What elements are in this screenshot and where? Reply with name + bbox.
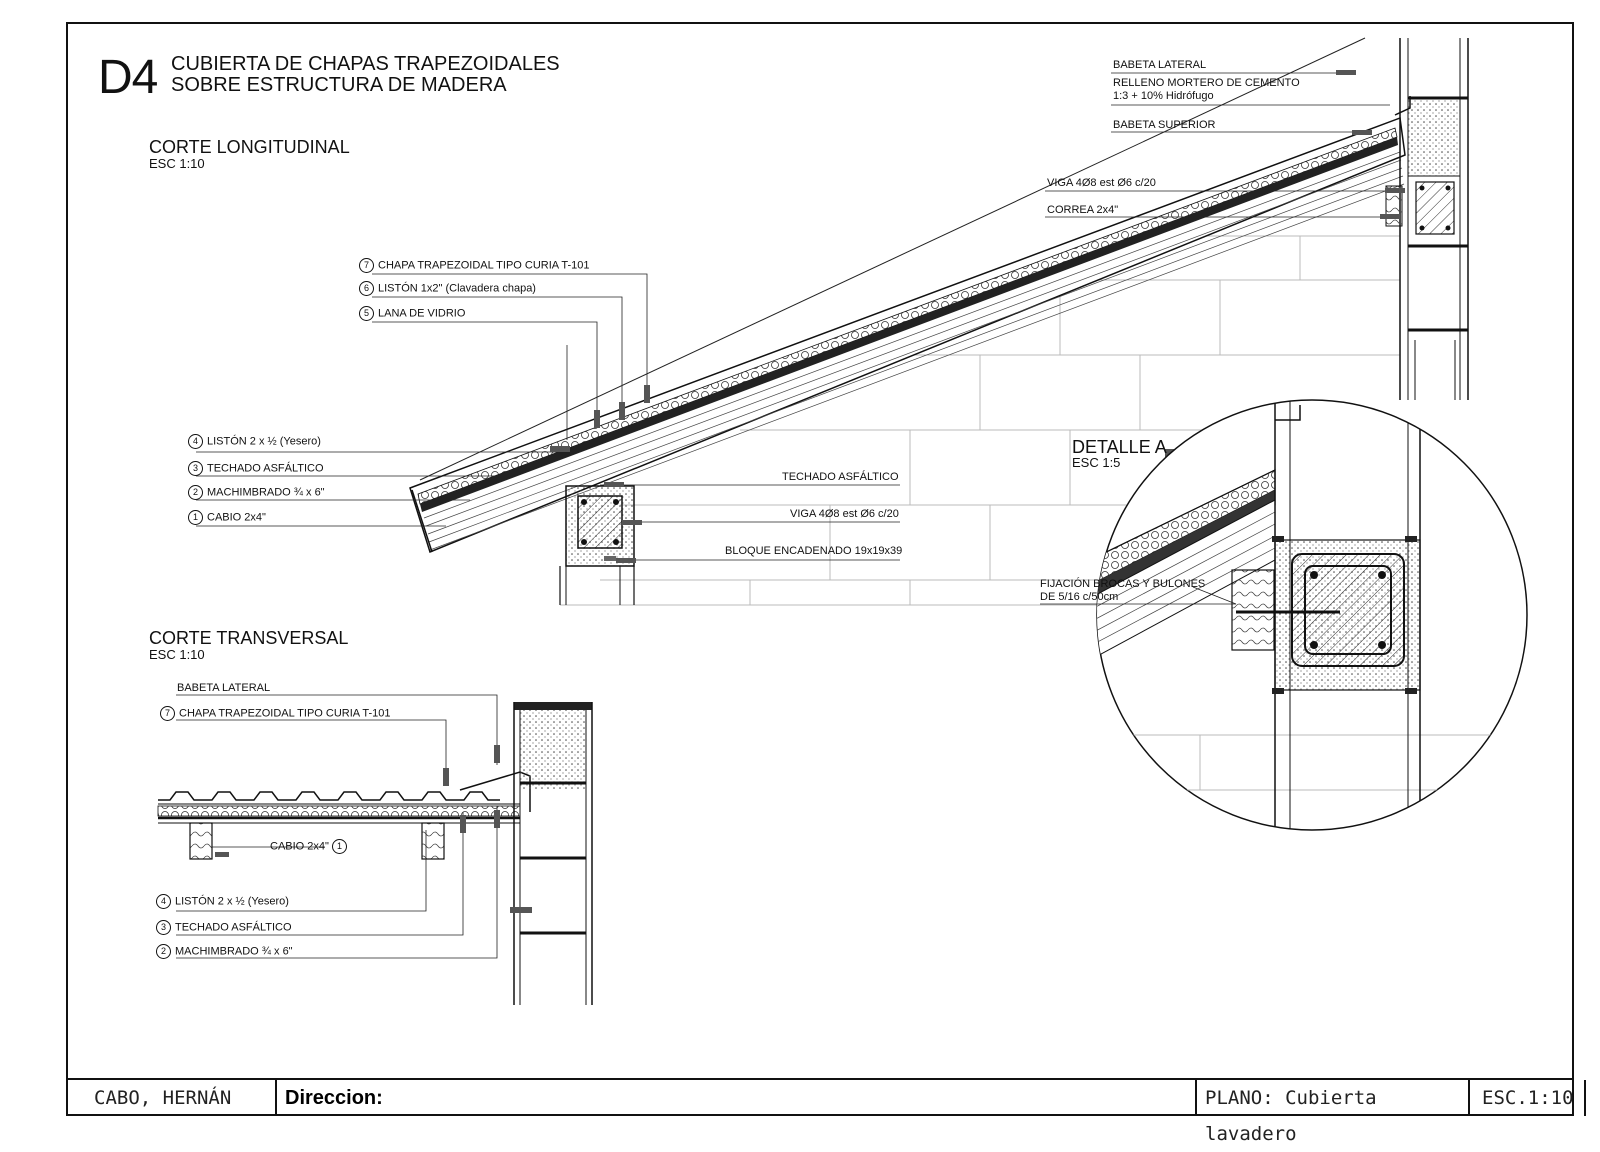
- label-relleno-1: RELLENO MORTERO DE CEMENTO: [1113, 77, 1300, 89]
- label-viga-beam: VIGA 4Ø8 est Ø6 c/20: [790, 508, 899, 520]
- direccion-cell: Direccion:: [275, 1080, 1195, 1116]
- label-number: 4: [188, 434, 203, 449]
- label-text: LISTÓN 2 x ½ (Yesero): [207, 435, 321, 448]
- label-text: LISTÓN 2 x ½ (Yesero): [175, 895, 289, 908]
- label-techado-asfaltico: 3 TECHADO ASFÁLTICO: [188, 461, 324, 476]
- label-text: MACHIMBRADO ¾ x 6": [207, 486, 325, 499]
- right-wall-section: [1385, 38, 1469, 400]
- leader-lines-transversal: [176, 694, 498, 959]
- detalle-a-title: DETALLE A: [1072, 437, 1167, 457]
- label-text: TECHADO ASFÁLTICO: [175, 921, 292, 934]
- label-techado-beam: TECHADO ASFÁLTICO: [782, 471, 899, 483]
- label-techado-transversal: 3 TECHADO ASFÁLTICO: [156, 920, 292, 935]
- roof-slope-section: [409, 37, 1406, 554]
- label-text: CHAPA TRAPEZOIDAL TIPO CURIA T-101: [179, 707, 391, 720]
- label-number: 1: [188, 510, 203, 525]
- label-text: LANA DE VIDRIO: [378, 307, 466, 320]
- label-number: 7: [359, 258, 374, 273]
- label-viga-top: VIGA 4Ø8 est Ø6 c/20: [1047, 177, 1156, 189]
- label-number: 1: [332, 839, 347, 854]
- left-beam-section: [559, 485, 635, 605]
- label-machimbrado-transversal: 2 MACHIMBRADO ¾ x 6": [156, 944, 293, 959]
- label-chapa: 7 CHAPA TRAPEZOIDAL TIPO CURIA T-101: [359, 258, 590, 273]
- label-text: CABIO 2x4": [207, 511, 266, 524]
- label-number: 7: [160, 706, 175, 721]
- label-relleno-2: 1:3 + 10% Hidrófugo: [1113, 90, 1214, 102]
- sheet-title-line1: CUBIERTA DE CHAPAS TRAPEZOIDALES: [171, 53, 560, 75]
- label-liston-clavadera: 6 LISTÓN 1x2" (Clavadera chapa): [359, 281, 536, 296]
- detalle-a-scale: ESC 1:5: [1072, 455, 1121, 470]
- label-text: CHAPA TRAPEZOIDAL TIPO CURIA T-101: [378, 259, 590, 272]
- corte-longitudinal-title: CORTE LONGITUDINAL: [149, 137, 350, 157]
- sheet-code: D4: [98, 51, 158, 104]
- label-babeta-superior: BABETA SUPERIOR: [1113, 119, 1216, 131]
- label-text: TECHADO ASFÁLTICO: [207, 462, 324, 475]
- label-number: 3: [188, 461, 203, 476]
- label-text: CABIO 2x4": [270, 840, 329, 853]
- sheet-title-line2: SOBRE ESTRUCTURA DE MADERA: [171, 74, 507, 96]
- detail-a-circle: [1040, 399, 1528, 831]
- plano-cell: PLANO: Cubierta lavadero: [1195, 1080, 1468, 1145]
- label-number: 5: [359, 306, 374, 321]
- label-number: 2: [188, 485, 203, 500]
- label-cabio-transversal: CABIO 2x4" 1: [270, 839, 351, 854]
- leader-lines-longitudinal: [196, 72, 1390, 561]
- author-cell: CABO, HERNÁN: [94, 1087, 232, 1109]
- label-liston-transversal: 4 LISTÓN 2 x ½ (Yesero): [156, 894, 289, 909]
- label-number: 2: [156, 944, 171, 959]
- label-text: LISTÓN 1x2" (Clavadera chapa): [378, 282, 536, 295]
- title-block: CABO, HERNÁN Direccion: PLANO: Cubierta …: [66, 1078, 1586, 1145]
- leader-ticks-transversal: [215, 745, 532, 913]
- corte-longitudinal-scale: ESC 1:10: [149, 156, 205, 171]
- label-fijacion-2: DE 5/16 c/50cm: [1040, 591, 1119, 603]
- corte-transversal-scale: ESC 1:10: [149, 647, 205, 662]
- label-number: 4: [156, 894, 171, 909]
- escala-cell: ESC.1:10: [1468, 1080, 1584, 1116]
- label-liston-yesero: 4 LISTÓN 2 x ½ (Yesero): [188, 434, 321, 449]
- label-chapa-transversal: 7 CHAPA TRAPEZOIDAL TIPO CURIA T-101: [160, 706, 391, 721]
- label-number: 6: [359, 281, 374, 296]
- label-machimbrado: 2 MACHIMBRADO ¾ x 6": [188, 485, 325, 500]
- transversal-section: [157, 702, 593, 1005]
- label-number: 3: [156, 920, 171, 935]
- label-babeta-transversal: BABETA LATERAL: [177, 682, 271, 694]
- sheet-number-cell: D4: [1584, 1080, 1600, 1116]
- label-fijacion-1: FIJACIÓN BROCAS Y BULONES: [1040, 578, 1206, 590]
- label-correa: CORREA 2x4": [1047, 204, 1119, 216]
- label-bloque: BLOQUE ENCADENADO 19x19x39: [725, 545, 903, 557]
- label-lana-vidrio: 5 LANA DE VIDRIO: [359, 306, 465, 321]
- label-text: MACHIMBRADO ¾ x 6": [175, 945, 293, 958]
- corte-transversal-title: CORTE TRANSVERSAL: [149, 628, 349, 648]
- label-cabio: 1 CABIO 2x4": [188, 510, 266, 525]
- label-babeta-lateral: BABETA LATERAL: [1113, 59, 1207, 71]
